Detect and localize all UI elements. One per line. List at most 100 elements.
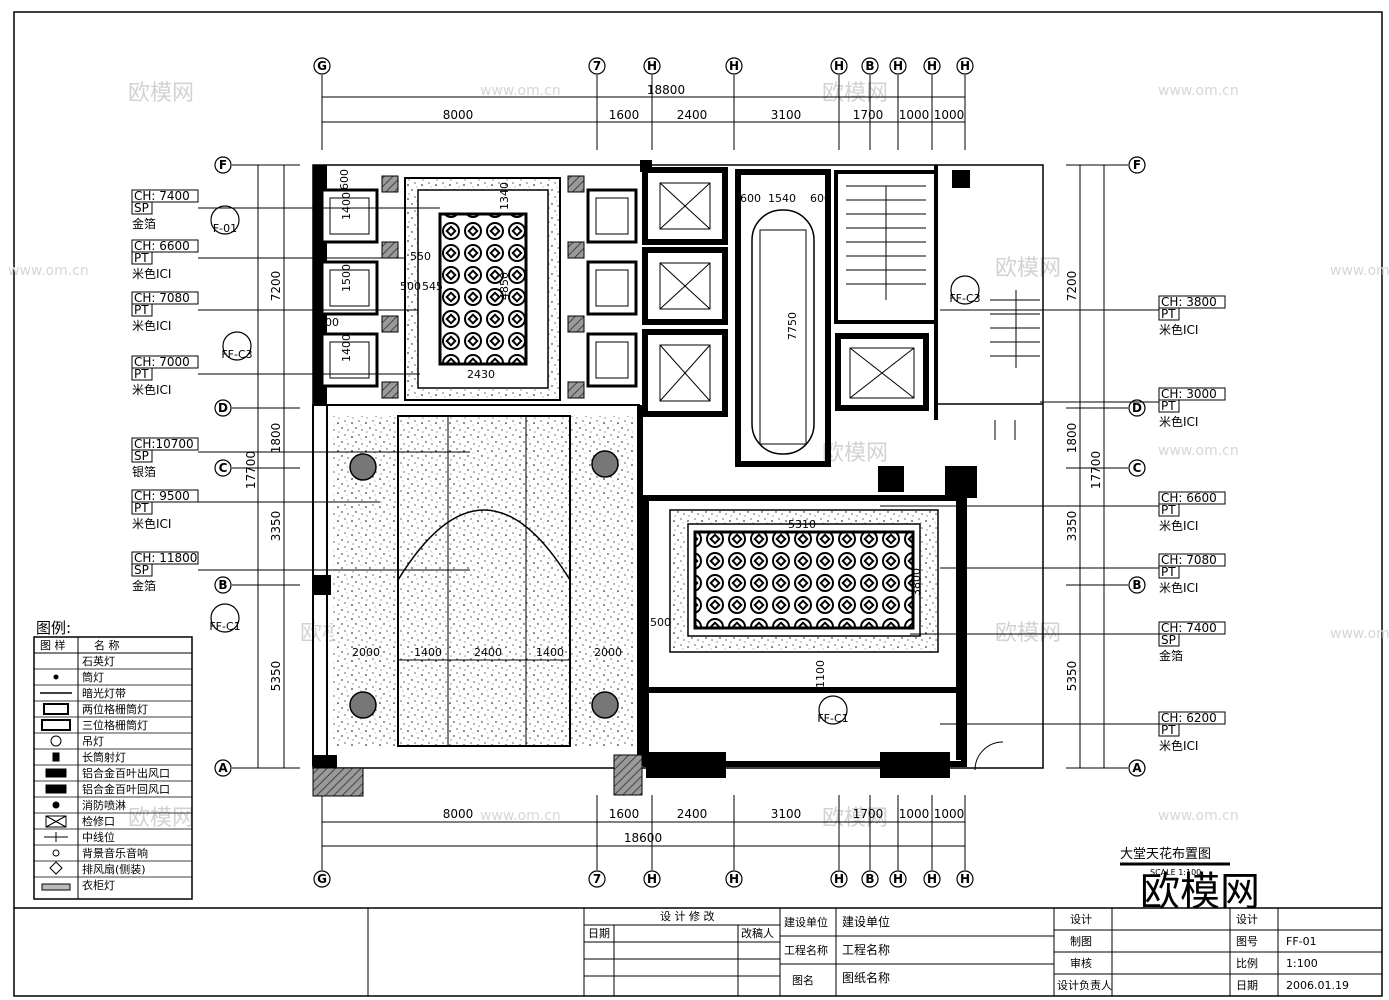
inner-dimensions: 1400 1500 1400 550 500 545 600 4850 1340… <box>318 169 923 688</box>
watermark-url: www.om.cn <box>8 263 89 279</box>
svg-text:3100: 3100 <box>771 807 802 821</box>
revision-reviser-label: 改稿人 <box>741 926 774 940</box>
watermark-logo: 欧模网 <box>822 81 888 106</box>
design-label: 设计 <box>1070 913 1092 926</box>
sheet-number-value: FF-01 <box>1286 935 1317 948</box>
legend-item: 两位格栅筒灯 <box>82 702 148 716</box>
svg-text:18600: 18600 <box>624 831 662 845</box>
legend-title: 图例: <box>36 619 71 637</box>
legend-symbols <box>40 674 72 891</box>
svg-text:3350: 3350 <box>1065 511 1079 542</box>
legend-item: 背景音乐音响 <box>82 846 148 860</box>
drawing-name-value: 图纸名称 <box>842 970 890 985</box>
legend-item: 吊灯 <box>82 735 104 748</box>
svg-text:1700: 1700 <box>853 807 884 821</box>
svg-text:1100: 1100 <box>814 660 827 688</box>
svg-text:2400: 2400 <box>677 108 708 122</box>
svg-text:米色ICI: 米色ICI <box>1159 581 1198 595</box>
watermark-logo: 欧模网 <box>128 81 194 106</box>
bottom-dimensions <box>321 795 966 870</box>
svg-text:CH: 6600: CH: 6600 <box>134 239 190 253</box>
legend: 图例: 图 样 名 称 <box>33 619 193 900</box>
svg-text:600: 600 <box>338 169 351 190</box>
legend-items: 石英灯 筒灯 暗光灯带 两位格栅筒灯 三位格栅筒灯 吊灯 长筒射灯 铝合金百叶出… <box>82 654 170 892</box>
svg-text:5310: 5310 <box>788 518 816 531</box>
scale-value: 1:100 <box>1286 957 1318 970</box>
svg-text:米色ICI: 米色ICI <box>1159 415 1198 429</box>
svg-text:CH:10700: CH:10700 <box>134 437 194 451</box>
watermark-logo: 欧模网 <box>128 806 194 831</box>
watermark-url: www.om.cn <box>1158 83 1239 99</box>
svg-text:1400: 1400 <box>340 192 353 220</box>
svg-text:7: 7 <box>593 59 601 73</box>
revision-header: 设 计 修 改 <box>660 909 715 923</box>
project-value: 工程名称 <box>842 942 890 957</box>
svg-text:500: 500 <box>650 616 671 629</box>
svg-text:1000: 1000 <box>899 108 930 122</box>
svg-text:8000: 8000 <box>443 108 474 122</box>
left-axis-labels: F D C B A <box>218 158 228 775</box>
svg-text:7: 7 <box>593 872 601 886</box>
bottom-axis-bubbles <box>313 870 974 888</box>
svg-text:SP: SP <box>134 201 149 215</box>
left-dimension-values: 17700 7200 1800 3350 5350 <box>244 271 283 692</box>
svg-text:7750: 7750 <box>786 312 799 340</box>
ceiling-tag: CH: 3800 PT 米色ICI <box>940 295 1226 337</box>
legend-col-symbol: 图 样 <box>40 638 66 652</box>
svg-text:3100: 3100 <box>771 108 802 122</box>
section-callout-labels: F-01 FF-C3 FF-C3 FF-C1 FF-C1 <box>209 222 980 725</box>
bottom-axis-labels: G 7 H H H B H H H <box>317 872 970 886</box>
date-value: 2006.01.19 <box>1286 979 1349 992</box>
ceiling-tag: CH: 7080 PT 米色ICI <box>940 553 1226 595</box>
ceiling-tag: CH:10700 SP 银箔 <box>131 437 470 479</box>
svg-text:5350: 5350 <box>1065 661 1079 692</box>
svg-text:1400: 1400 <box>536 646 564 659</box>
svg-text:200: 200 <box>318 316 339 329</box>
svg-text:1500: 1500 <box>340 264 353 292</box>
design2-label: 设计 <box>1236 913 1258 926</box>
svg-text:SP: SP <box>134 449 149 463</box>
legend-item: 检修口 <box>82 814 115 828</box>
drawing-title: 大堂天花布置图 <box>1120 846 1211 862</box>
svg-text:CH: 11800: CH: 11800 <box>134 551 197 565</box>
svg-text:3350: 3350 <box>269 511 283 542</box>
watermark-url: www.om.cn <box>1158 443 1239 459</box>
svg-text:17700: 17700 <box>244 451 258 489</box>
watermark-url: www.om.cn <box>480 808 561 824</box>
svg-text:7200: 7200 <box>269 271 283 302</box>
svg-text:5350: 5350 <box>269 661 283 692</box>
top-axis-labels: G 7 H H H B H H H <box>317 59 970 73</box>
top-axis-bubbles <box>313 57 974 75</box>
svg-text:H: H <box>893 59 903 73</box>
ceiling-tag: CH: 6600 PT 米色ICI <box>131 239 405 281</box>
right-dimensions <box>1066 164 1128 769</box>
top-dimension-values: 18800 8000 1600 2400 3100 1700 1000 1000 <box>443 83 965 122</box>
svg-text:550: 550 <box>410 250 431 263</box>
ceiling-tag: CH: 6600 PT 米色ICI <box>880 491 1226 533</box>
legend-item: 消防喷淋 <box>82 798 126 812</box>
svg-text:H: H <box>927 59 937 73</box>
svg-text:17700: 17700 <box>1089 451 1103 489</box>
drawing-title-block: 大堂天花布置图 SCALE 1:100 欧模网 <box>1120 846 1260 915</box>
legend-rows <box>34 668 192 878</box>
ceiling-tag: CH: 11800 SP 金箔 <box>131 551 470 593</box>
svg-text:2430: 2430 <box>467 368 495 381</box>
svg-text:1800: 1800 <box>1065 423 1079 454</box>
svg-text:CH: 7080: CH: 7080 <box>134 291 190 305</box>
client-value: 建设单位 <box>842 914 890 929</box>
svg-text:1000: 1000 <box>899 807 930 821</box>
legend-item: 铝合金百叶出风口 <box>82 766 170 780</box>
svg-text:F-01: F-01 <box>213 222 237 235</box>
svg-text:C: C <box>219 461 228 475</box>
watermark-url: www.om.cn <box>1158 808 1239 824</box>
svg-text:CH: 6600: CH: 6600 <box>1161 491 1217 505</box>
svg-text:PT: PT <box>134 251 149 265</box>
svg-text:米色ICI: 米色ICI <box>132 267 171 281</box>
legend-item: 长筒射灯 <box>82 750 126 764</box>
svg-text:G: G <box>317 59 327 73</box>
svg-text:CH: 3000: CH: 3000 <box>1161 387 1217 401</box>
left-axis-bubbles <box>214 156 232 777</box>
right-dimension-values: 17700 7200 1800 3350 5350 <box>1065 271 1103 692</box>
legend-item: 三位格栅筒灯 <box>82 718 148 732</box>
